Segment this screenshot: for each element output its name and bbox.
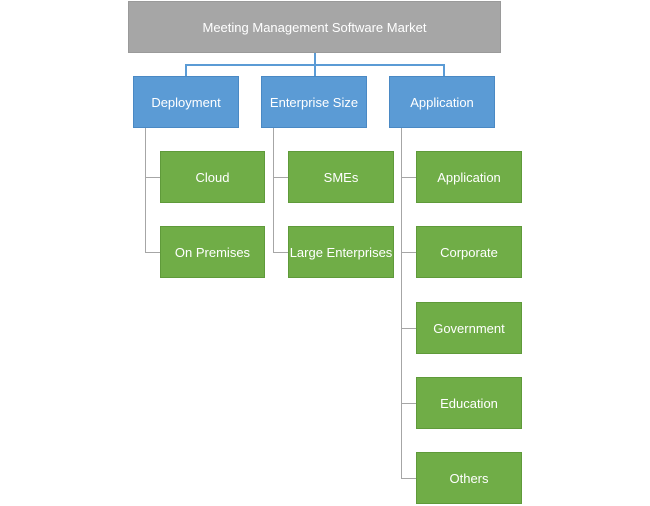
application-branch-connector (401, 252, 416, 253)
leaf-node-education: Education (416, 377, 522, 429)
application-branch-connector (401, 328, 416, 329)
category-label: Deployment (151, 94, 221, 110)
application-drop-connector (443, 64, 445, 76)
application-spine-connector (401, 128, 402, 479)
deployment-spine-connector (145, 128, 146, 253)
leaf-node-others: Others (416, 452, 522, 504)
leaf-node-cloud: Cloud (160, 151, 265, 203)
deployment-branch-connector (145, 177, 160, 178)
category-node-enterprise-size: Enterprise Size (261, 76, 367, 128)
application-branch-connector (401, 177, 416, 178)
root-stem-connector (314, 53, 316, 65)
leaf-label: SMEs (323, 169, 359, 185)
enterprise-size-spine-connector (273, 128, 274, 253)
enterprise-size-branch-connector (273, 177, 288, 178)
category-label: Application (410, 94, 474, 110)
enterprise-size-branch-connector (273, 252, 288, 253)
enterprise-size-drop-connector (314, 64, 316, 76)
leaf-node-smes: SMEs (288, 151, 394, 203)
category-node-deployment: Deployment (133, 76, 239, 128)
leaf-label: Government (433, 320, 505, 336)
leaf-label: Large Enterprises (289, 244, 393, 260)
leaf-node-government: Government (416, 302, 522, 354)
leaf-label: Corporate (440, 244, 498, 260)
application-branch-connector (401, 478, 416, 479)
leaf-label: On Premises (174, 244, 251, 260)
application-branch-connector (401, 403, 416, 404)
leaf-label: Cloud (195, 169, 230, 185)
deployment-drop-connector (185, 64, 187, 76)
category-label: Enterprise Size (269, 94, 359, 110)
deployment-branch-connector (145, 252, 160, 253)
leaf-label: Education (440, 395, 498, 411)
leaf-node-application: Application (416, 151, 522, 203)
leaf-node-large-enterprises: Large Enterprises (288, 226, 394, 278)
root-node: Meeting Management Software Market (128, 1, 501, 53)
leaf-label: Others (449, 470, 489, 486)
leaf-node-on-premises: On Premises (160, 226, 265, 278)
leaf-node-corporate: Corporate (416, 226, 522, 278)
root-label: Meeting Management Software Market (202, 19, 427, 35)
category-node-application: Application (389, 76, 495, 128)
leaf-label: Application (437, 169, 501, 185)
